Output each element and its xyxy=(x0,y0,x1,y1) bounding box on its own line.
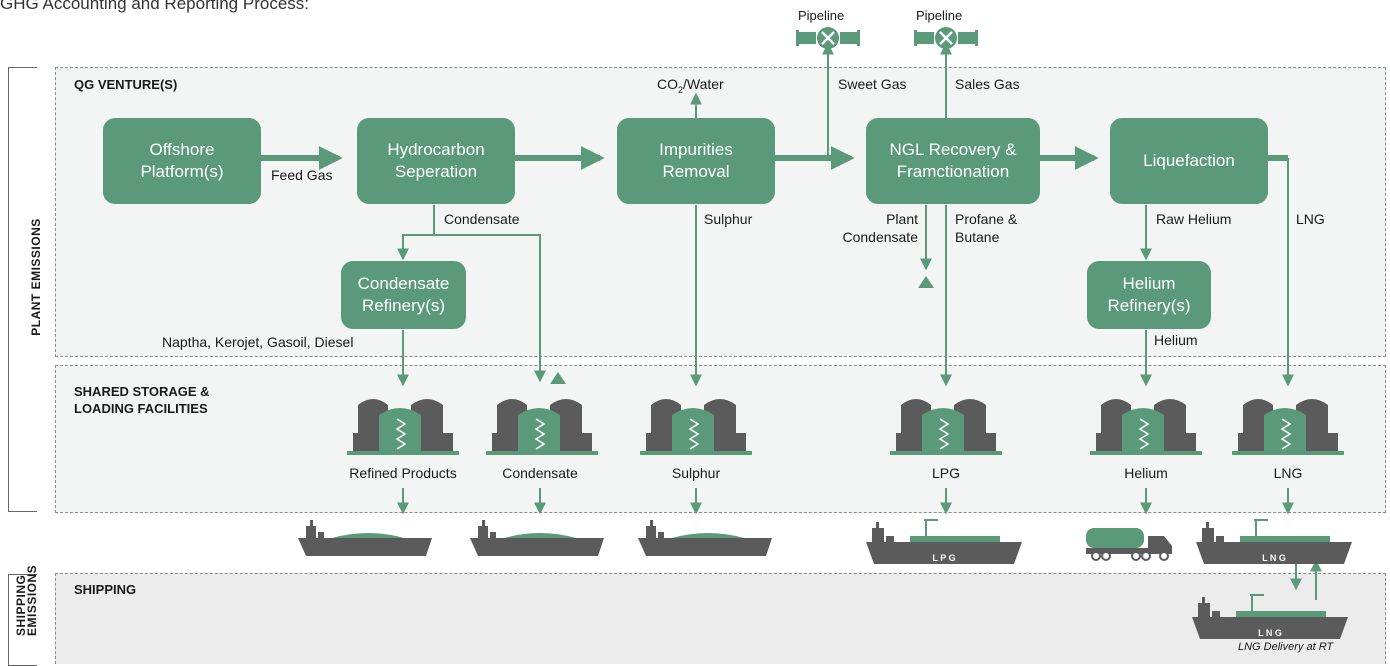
venture-zone-title: QG VENTURE(S) xyxy=(74,77,178,92)
hull-text-lng-delivery: L N G xyxy=(1258,628,1282,638)
feed-gas-label: Feed Gas xyxy=(271,167,333,183)
plant-condensate-label: Plant Condensate xyxy=(842,211,918,245)
pipeline-valve-icon-2 xyxy=(912,25,980,51)
hull-text-lpg: L P G xyxy=(932,553,955,563)
shipping-zone xyxy=(55,573,1386,664)
tank-icon-helium xyxy=(1089,398,1203,456)
plant-emissions-bracket xyxy=(8,67,37,512)
pipeline-label-1: Pipeline xyxy=(798,8,845,23)
pipeline-label-2: Pipeline xyxy=(916,8,963,23)
shipping-zone-title: SHIPPING xyxy=(74,582,137,597)
helium-stream-label: Helium xyxy=(1154,332,1198,348)
tank-label-helium: Helium xyxy=(1124,465,1168,481)
tank-icon-refined-products xyxy=(346,398,460,456)
condensate-label: Condensate xyxy=(444,211,520,227)
lng-stream-label: LNG xyxy=(1296,211,1325,227)
raw-helium-label: Raw Helium xyxy=(1156,211,1232,227)
pipeline-valve-icon-1 xyxy=(794,25,862,51)
impurities-removal-box: Impurities Removal xyxy=(617,118,775,204)
ship-icon-refined xyxy=(298,520,432,556)
tank-icon-condensate xyxy=(485,398,599,456)
tank-label-refined-products: Refined Products xyxy=(349,465,457,481)
hull-text-lng: L N G xyxy=(1262,553,1286,563)
tank-label-sulphur: Sulphur xyxy=(671,465,721,481)
liquefaction-box: Liquefaction xyxy=(1110,118,1268,204)
tank-icon-sulphur xyxy=(639,398,753,456)
profane-butane-label: Profane & Butane xyxy=(955,211,1018,245)
ngl-recovery-box: NGL Recovery & Framctionation xyxy=(866,118,1040,204)
ship-icon-sulphur xyxy=(638,520,772,556)
flare-triangle-condensate xyxy=(550,372,566,384)
truck-icon xyxy=(1086,528,1172,561)
co2-water-label: CO2/Water xyxy=(657,76,724,95)
page-title: GHG Accounting and Reporting Process: xyxy=(0,0,309,13)
tank-icon-lpg xyxy=(889,398,1003,456)
sweet-gas-label: Sweet Gas xyxy=(838,76,907,92)
sales-gas-label: Sales Gas xyxy=(955,76,1020,92)
offshore-platform-box: Offshore Platform(s) xyxy=(103,118,261,204)
tank-icon-lng xyxy=(1231,398,1345,456)
storage-zone-title: SHARED STORAGE & LOADING FACILITIES xyxy=(74,384,210,416)
lng-delivery-caption: LNG Delivery at RT xyxy=(1238,641,1334,653)
hydrocarbon-separation-box: Hydrocarbon Seperation xyxy=(357,118,515,204)
sulphur-stream-label: Sulphur xyxy=(704,211,753,227)
tank-label-lng: LNG xyxy=(1273,465,1303,481)
condensate-refinery-box: Condensate Refinery(s) xyxy=(341,261,466,329)
tank-label-condensate: Condensate xyxy=(502,465,578,481)
refined-products-stream-label: Naptha, Kerojet, Gasoil, Diesel xyxy=(162,334,354,350)
tank-label-lpg: LPG xyxy=(931,465,960,481)
helium-refinery-box: Helium Refinery(s) xyxy=(1087,261,1211,329)
ship-icon-condensate xyxy=(470,520,604,556)
flare-triangle-plant-condensate xyxy=(918,276,934,288)
